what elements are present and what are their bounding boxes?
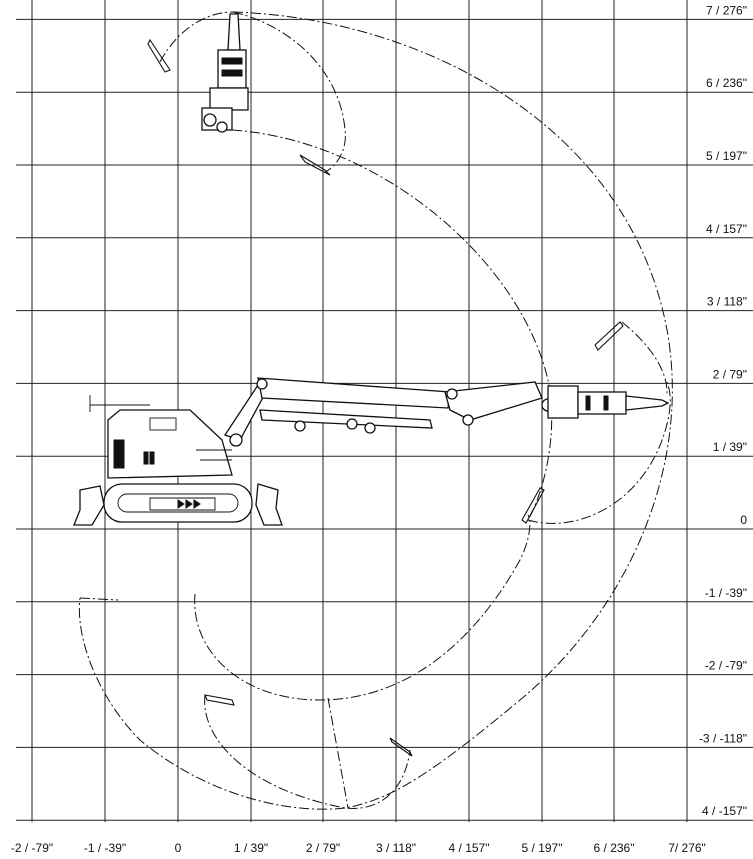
upper-tool-return xyxy=(159,11,234,63)
y-axis-label: 0 xyxy=(740,513,747,527)
y-axis-label: 3 / 118" xyxy=(707,295,747,309)
y-axis-label: -2 / -79" xyxy=(705,659,747,673)
y-axis-labels: 7 / 276" 6 / 236" 5 / 197" 4 / 157" 3 / 118"… xyxy=(699,3,747,818)
upper-tool-loop xyxy=(232,11,346,173)
y-axis-label: 7 / 276" xyxy=(706,3,747,17)
vertical-link xyxy=(327,697,349,809)
y-axis-label: 4 / -157" xyxy=(702,804,747,818)
x-axis-label: 7/ 276" xyxy=(668,841,706,855)
top-left-dash xyxy=(79,597,119,601)
inner-lower-arc xyxy=(194,514,531,701)
tool-outline-right-top xyxy=(594,321,624,351)
x-axis-label: 6 / 236" xyxy=(594,841,635,855)
tool-outline-mid xyxy=(299,154,331,176)
x-axis-label: 5 / 197" xyxy=(522,841,563,855)
x-axis-label: 2 / 79" xyxy=(306,841,340,855)
outer-bottom-arc xyxy=(78,597,346,810)
right-tool-arc xyxy=(621,321,668,396)
tool-outline-right-low xyxy=(521,487,545,524)
left-lower-arc xyxy=(204,694,411,809)
x-axis-label: 0 xyxy=(175,841,182,855)
y-axis-label: 6 / 236" xyxy=(706,76,747,90)
x-axis-label: 4 / 157" xyxy=(449,841,490,855)
outer-reach-arc xyxy=(232,11,673,809)
x-axis-label: 3 / 118" xyxy=(376,841,416,855)
tool-outline-upper-left xyxy=(147,38,171,73)
x-axis-label: 1 / 39" xyxy=(234,841,268,855)
y-axis-label: -3 / -118" xyxy=(699,731,747,745)
tool-outline-bottom-left xyxy=(204,694,235,706)
grid xyxy=(16,0,753,822)
x-axis-label: -2 / -79" xyxy=(11,841,53,855)
y-axis-label: 2 / 79" xyxy=(713,367,747,381)
middle-reach-arc xyxy=(231,129,553,521)
inner-right-loop xyxy=(527,381,671,524)
tool-outline-bottom-mid xyxy=(389,737,413,757)
y-axis-label: 5 / 197" xyxy=(706,149,747,163)
x-axis-label: -1 / -39" xyxy=(84,841,126,855)
machine-body xyxy=(73,377,670,526)
y-axis-label: -1 / -39" xyxy=(705,586,747,600)
y-axis-label: 4 / 157" xyxy=(706,222,747,236)
x-axis-labels: -2 / -79" -1 / -39" 0 1 / 39" 2 / 79" 3 / 118… xyxy=(11,841,706,855)
reach-envelope xyxy=(78,11,673,810)
upper-breaker-tool xyxy=(201,13,249,133)
y-axis-label: 1 / 39" xyxy=(713,440,747,454)
